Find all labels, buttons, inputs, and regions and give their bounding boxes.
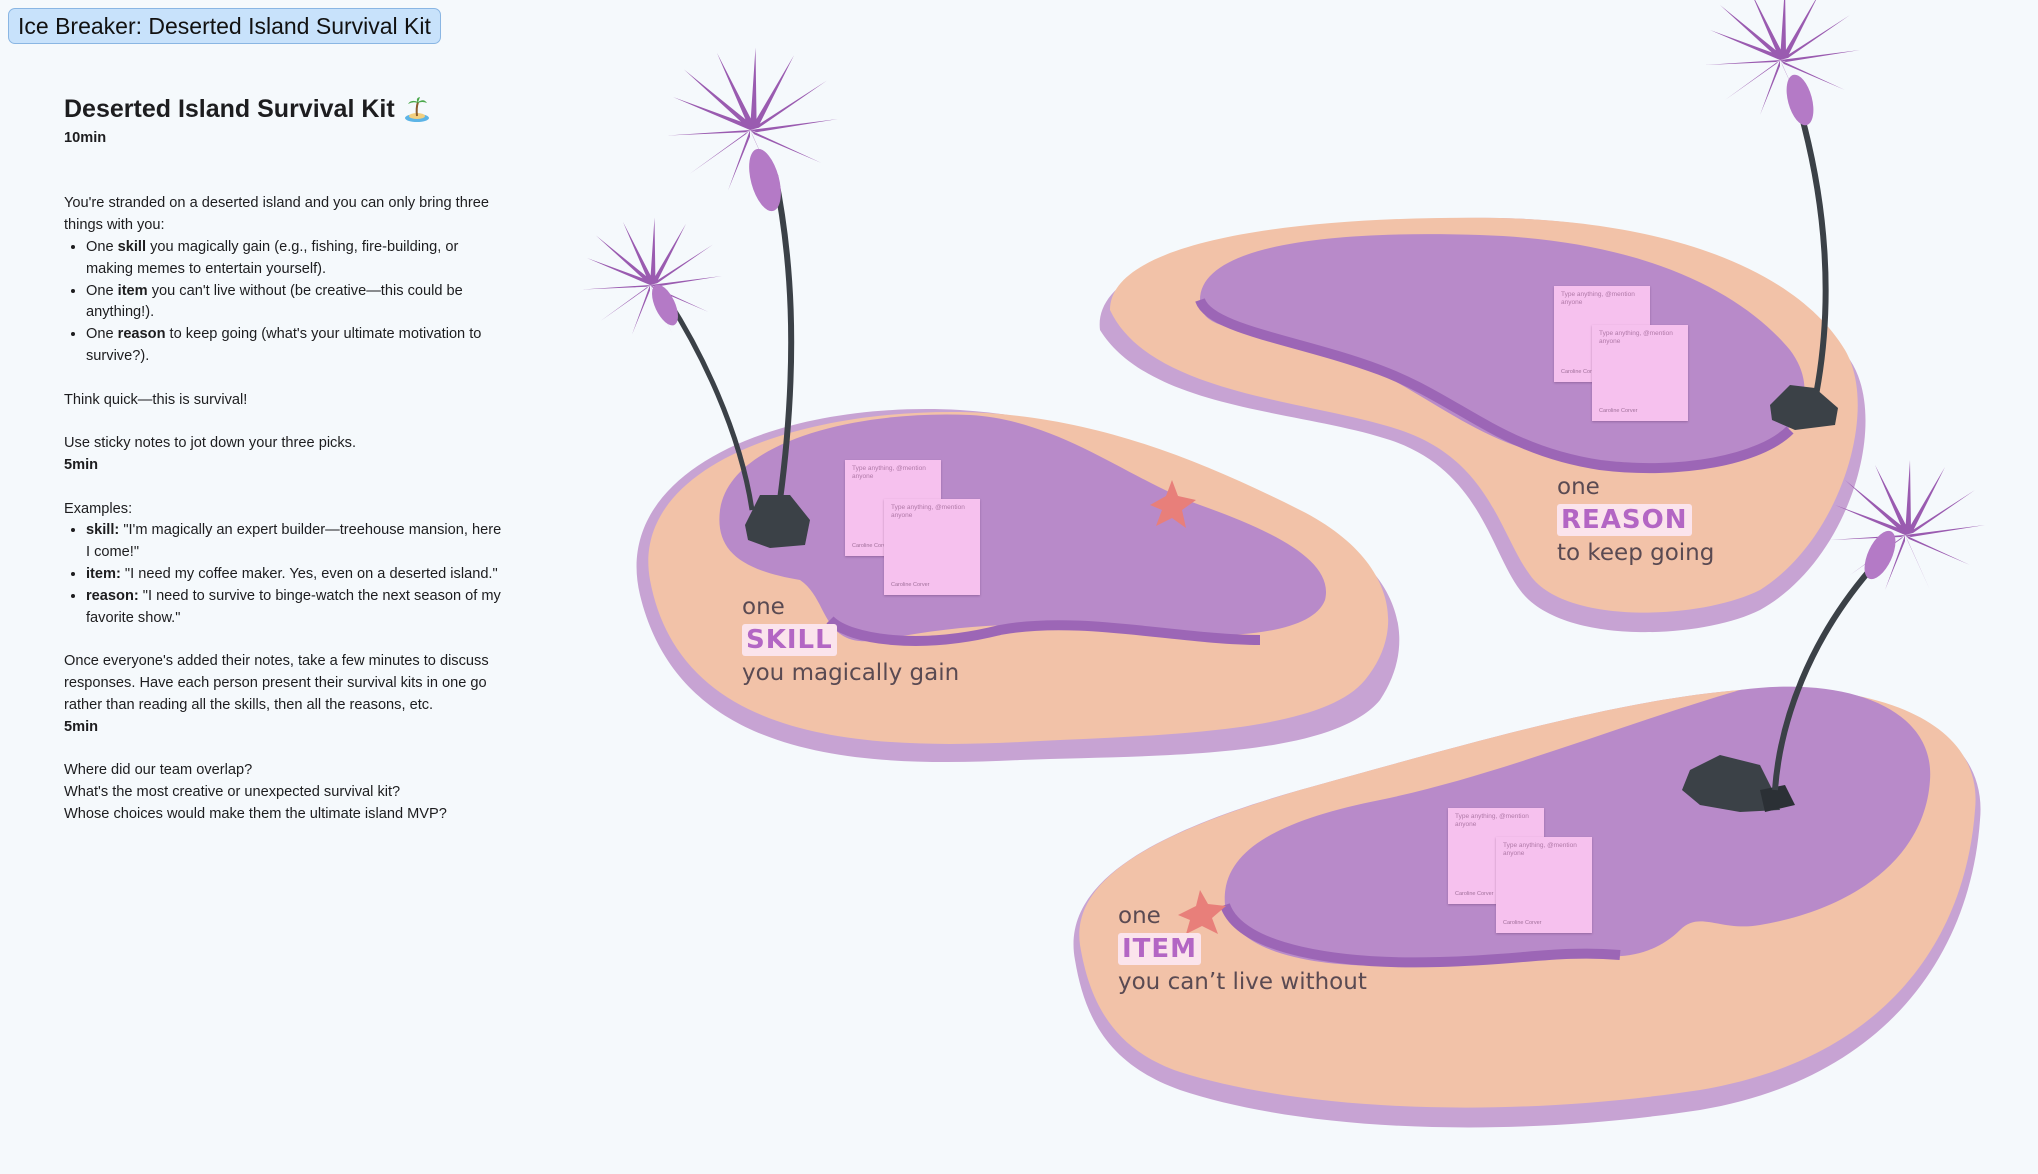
examples-list: skill: "I'm magically an expert builder—…: [64, 520, 504, 629]
list-item: reason: "I need to survive to binge-watc…: [86, 586, 504, 630]
duration-label: 10min: [64, 130, 107, 146]
question-2: What's the most creative or unexpected s…: [64, 783, 401, 800]
intro-text: You're stranded on a deserted island and…: [64, 195, 489, 234]
list-item: skill: "I'm magically an expert builder—…: [86, 520, 504, 564]
island-label-skill: one SKILL you magically gain: [742, 594, 960, 686]
think-quick-text: Think quick—this is survival!: [64, 391, 248, 408]
duration-label: 5min: [64, 456, 99, 473]
island-skill: [636, 409, 1400, 763]
island-label-item: one ITEM you can’t live without: [1118, 903, 1367, 995]
palm-tree-left-tall: [667, 47, 838, 501]
examples-label: Examples:: [64, 500, 133, 517]
discuss-text: Once everyone's added their notes, take …: [64, 653, 489, 713]
use-sticky-text: Use sticky notes to jot down your three …: [64, 435, 357, 452]
frame-title-tag[interactable]: Ice Breaker: Deserted Island Survival Ki…: [8, 8, 441, 44]
duration-label: 5min: [64, 718, 99, 735]
instructions-panel: Deserted Island Survival Kit 10min You'r…: [64, 90, 504, 826]
palm-tree-left-small: [582, 217, 755, 511]
list-item: One skill you magically gain (e.g., fish…: [86, 237, 504, 281]
panel-heading-text: Deserted Island Survival Kit: [64, 95, 395, 123]
palm-tree-item: [1772, 460, 1985, 791]
desert-island-icon: [404, 97, 429, 122]
rock-skill: [745, 495, 810, 548]
question-3: Whose choices would make them the ultima…: [64, 805, 447, 822]
list-item: item: "I need my coffee maker. Yes, even…: [86, 564, 504, 586]
island-label-reason: one REASON to keep going: [1557, 474, 1715, 566]
palm-tree-reason: [1705, 0, 1860, 401]
list-item: One item you can't live without (be crea…: [86, 281, 504, 325]
things-list: One skill you magically gain (e.g., fish…: [64, 237, 504, 368]
list-item: One reason to keep going (what's your ul…: [86, 324, 504, 368]
panel-heading: Deserted Island Survival Kit: [64, 90, 504, 128]
question-1: Where did our team overlap?: [64, 762, 253, 779]
rock-reason: [1770, 385, 1838, 430]
